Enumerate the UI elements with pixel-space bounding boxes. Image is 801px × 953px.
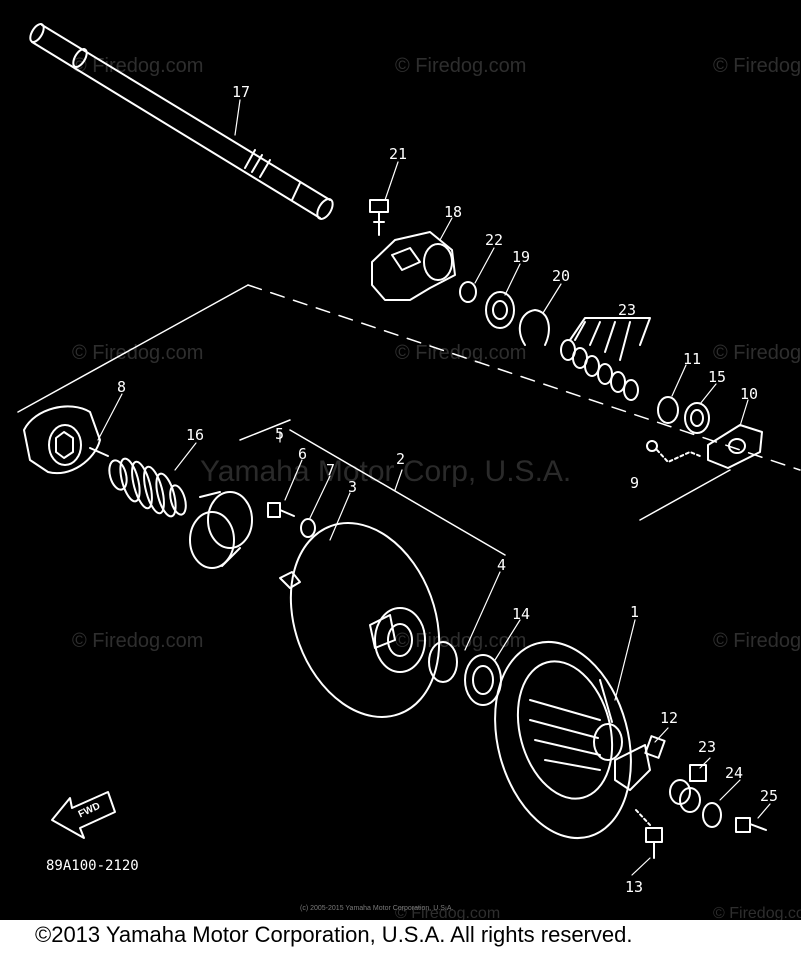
part-label-1: 1 [630,603,640,621]
watermark-center: Yamaha Motor Corp, U.S.A. [200,455,572,488]
part-label-11: 11 [683,350,702,368]
fwd-arrow-icon [51,791,116,839]
bushing-part-4 [428,641,458,683]
insert-part-3 [279,571,301,589]
part-label-4: 4 [497,556,507,574]
part-label-21: 21 [389,145,408,163]
pin-part-9 [646,440,701,463]
part-label-12: 12 [660,709,679,727]
watermark: © Firedog.com [713,630,801,652]
watermark: © Firedog.com [72,630,204,652]
small-copyright: (c) 2005-2015 Yamaha Motor Corporation, … [300,905,454,912]
part-label-24: 24 [725,764,744,782]
part-label-10: 10 [740,385,759,403]
watermark: © Firedog.com [72,342,204,364]
watermark: © Firedog.com [395,630,527,652]
part-label-5: 5 [275,425,285,443]
bolt-part-25 [735,817,767,833]
washer-part-14 [464,654,502,706]
seal-part-11 [657,396,679,424]
washer-set-part-23 [560,317,651,401]
part-label-16: 16 [186,426,205,444]
watermark: © Firedog.com [395,55,527,77]
part-label-9: 9 [630,474,640,492]
part-label-6: 6 [298,445,308,463]
part-label-7: 7 [326,461,336,479]
sheave-part-2 [289,522,441,718]
cam-part-8 [23,405,109,475]
part-label-15: 15 [708,368,727,386]
part-label-2: 2 [396,450,406,468]
part-label-3: 3 [348,478,358,496]
watermark: © Firedog.com [713,55,801,77]
part-label-20: 20 [552,267,571,285]
seal-part-15 [684,402,710,434]
exploded-view-drawing [17,23,801,876]
part-label-17: 17 [232,83,251,101]
part-label-19: 19 [512,248,531,266]
part-label-23-lower: 23 [698,738,717,756]
circlip-part-20 [518,309,550,346]
washer-set-part-23-lower [669,764,707,813]
part-label-23: 23 [618,301,637,319]
bolt-part-13 [635,809,663,859]
bushing-part-22 [459,281,477,303]
assembly-outline [17,284,801,556]
part-label-13: 13 [625,878,644,896]
part-label-18: 18 [444,203,463,221]
bolt-part-21 [369,199,389,236]
collar-part-5 [189,491,253,569]
watermark: © Firedog.com [72,55,204,77]
plate-part-10 [707,424,763,469]
shaft-part-17 [29,23,334,220]
part-label-14: 14 [512,605,531,623]
part-label-8: 8 [117,378,127,396]
watermark: © Firedog.com [395,342,527,364]
watermark: © Firedog.com [395,905,501,920]
footer: ©2013 Yamaha Motor Corporation, U.S.A. A… [0,920,801,953]
leader-lines [97,99,771,876]
parts-diagram: © Firedog.com © Firedog.com © Firedog.co… [0,0,801,920]
primary-sheave-part-1 [494,640,632,840]
screw-part-6 [267,502,295,518]
watermark: © Firedog.com [713,905,801,920]
part-label-22: 22 [485,231,504,249]
washer-part-24 [702,802,722,828]
footer-copyright: ©2013 Yamaha Motor Corporation, U.S.A. A… [35,922,633,947]
washer-part-7 [300,518,316,538]
watermark: © Firedog.com [713,342,801,364]
spring-part-16 [108,457,187,518]
part-label-25: 25 [760,787,779,805]
diagram-code: 89A100-2120 [46,858,139,874]
bearing-part-19 [485,291,515,329]
bracket-part-18 [371,231,456,301]
